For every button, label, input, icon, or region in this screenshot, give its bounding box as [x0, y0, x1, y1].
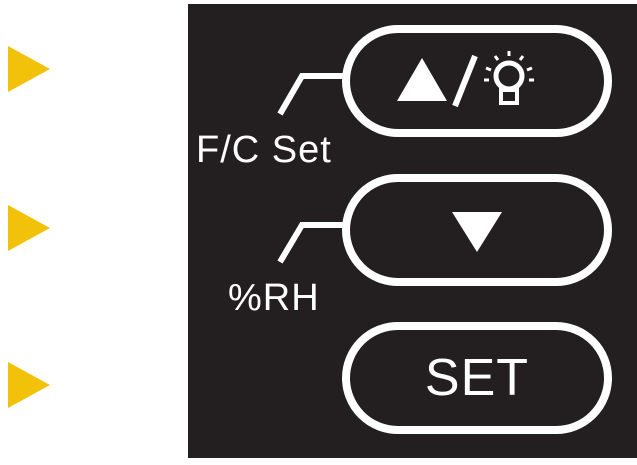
up-backlight-icons	[397, 51, 534, 108]
set-button-label: SET	[424, 349, 530, 407]
rh-leader-line	[277, 222, 346, 264]
pointer-arrow-icon	[8, 46, 50, 92]
set-button[interactable]: SET	[342, 322, 612, 434]
leader-lines	[277, 73, 346, 264]
pointer-arrow-icon	[8, 362, 50, 408]
keypad-panel: F/C Set %RH SET	[188, 4, 637, 458]
triangle-up-icon	[397, 58, 447, 101]
slash-icon	[452, 54, 478, 108]
fc-leader-line	[277, 73, 346, 116]
triangle-down-icon	[452, 212, 502, 252]
down-rh-button[interactable]	[342, 174, 612, 286]
fc-set-label: F/C Set	[196, 129, 332, 171]
backlight-bulb-icon	[484, 51, 534, 105]
pointer-arrow-icon	[8, 205, 50, 251]
up-backlight-button[interactable]	[342, 25, 612, 137]
rh-label: %RH	[228, 277, 320, 319]
